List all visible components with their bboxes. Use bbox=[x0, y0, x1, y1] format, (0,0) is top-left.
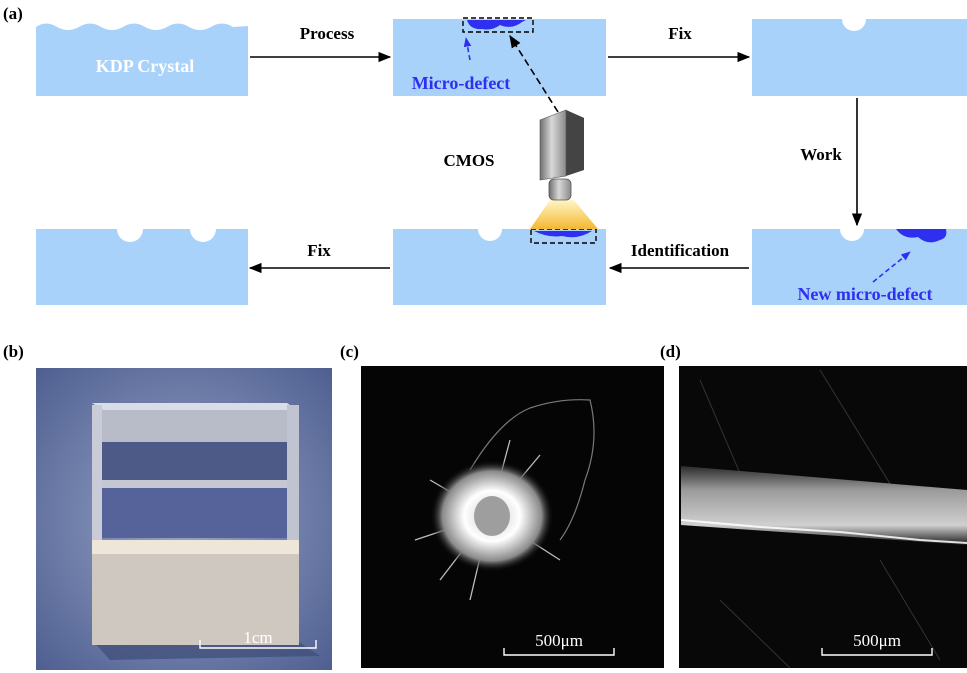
identification-label: Identification bbox=[631, 241, 730, 260]
camera-light-cone bbox=[530, 200, 598, 229]
camera-body-front bbox=[539, 109, 567, 181]
cube-left-wall bbox=[92, 405, 102, 645]
crystal-block-with-defect bbox=[393, 19, 606, 96]
fix-top-label: Fix bbox=[668, 24, 692, 43]
scale-label-c: 500μm bbox=[535, 631, 583, 650]
camera-lens bbox=[548, 178, 572, 201]
crystal-block-identified bbox=[393, 229, 606, 305]
new-micro-defect-label: New micro-defect bbox=[797, 284, 932, 304]
crystal-block-fixed bbox=[752, 19, 967, 96]
crystal-label: KDP Crystal bbox=[96, 56, 195, 76]
cube-inner-window bbox=[102, 442, 287, 482]
defect-box-top bbox=[462, 17, 534, 33]
crystal-block-new-defect bbox=[752, 229, 967, 305]
cube-top-rim bbox=[92, 403, 298, 410]
cube-mid-bar bbox=[102, 480, 287, 488]
process-label: Process bbox=[300, 24, 355, 43]
defect-band-edge bbox=[680, 519, 967, 544]
camera-body-side bbox=[566, 110, 584, 176]
identified-defect-mark bbox=[534, 231, 592, 238]
panel-label-d: (d) bbox=[660, 342, 681, 361]
cmos-camera-icon bbox=[530, 109, 598, 229]
micro-defect-mark bbox=[467, 20, 526, 30]
panel-label-b: (b) bbox=[3, 342, 24, 361]
panel-label-c: (c) bbox=[340, 342, 359, 361]
panel-label-a: (a) bbox=[3, 4, 23, 23]
faint-scratches bbox=[699, 369, 941, 669]
cube-inner-lower bbox=[102, 488, 287, 538]
cube-front-face bbox=[92, 540, 299, 645]
scale-bar-c bbox=[503, 648, 615, 656]
micro-defect-label: Micro-defect bbox=[412, 73, 511, 93]
fix-bottom-label: Fix bbox=[307, 241, 331, 260]
scale-bar-d bbox=[821, 648, 933, 656]
cube-front-highlight bbox=[92, 540, 299, 554]
photo-c-micro-defect: 500μm bbox=[361, 366, 664, 668]
scale-label-b: 1cm bbox=[243, 628, 272, 647]
photo-b-kdp-sample: 1cm bbox=[36, 368, 332, 670]
micro-defect-pointer bbox=[463, 37, 472, 61]
work-label: Work bbox=[800, 145, 842, 164]
defect-center bbox=[474, 496, 510, 536]
scale-bar-b bbox=[199, 640, 317, 649]
cube-back-window bbox=[102, 410, 287, 442]
crack-outline bbox=[469, 399, 595, 541]
new-micro-defect-mark bbox=[896, 229, 947, 243]
cmos-label: CMOS bbox=[444, 151, 495, 170]
scale-label-d: 500μm bbox=[853, 631, 901, 650]
defect-band bbox=[681, 466, 967, 545]
photo-d-new-micro-defect: 500μm bbox=[679, 366, 967, 669]
camera-sight-line bbox=[509, 34, 559, 113]
crystal-block-initial bbox=[36, 23, 248, 96]
crystal-block-final bbox=[36, 229, 248, 305]
